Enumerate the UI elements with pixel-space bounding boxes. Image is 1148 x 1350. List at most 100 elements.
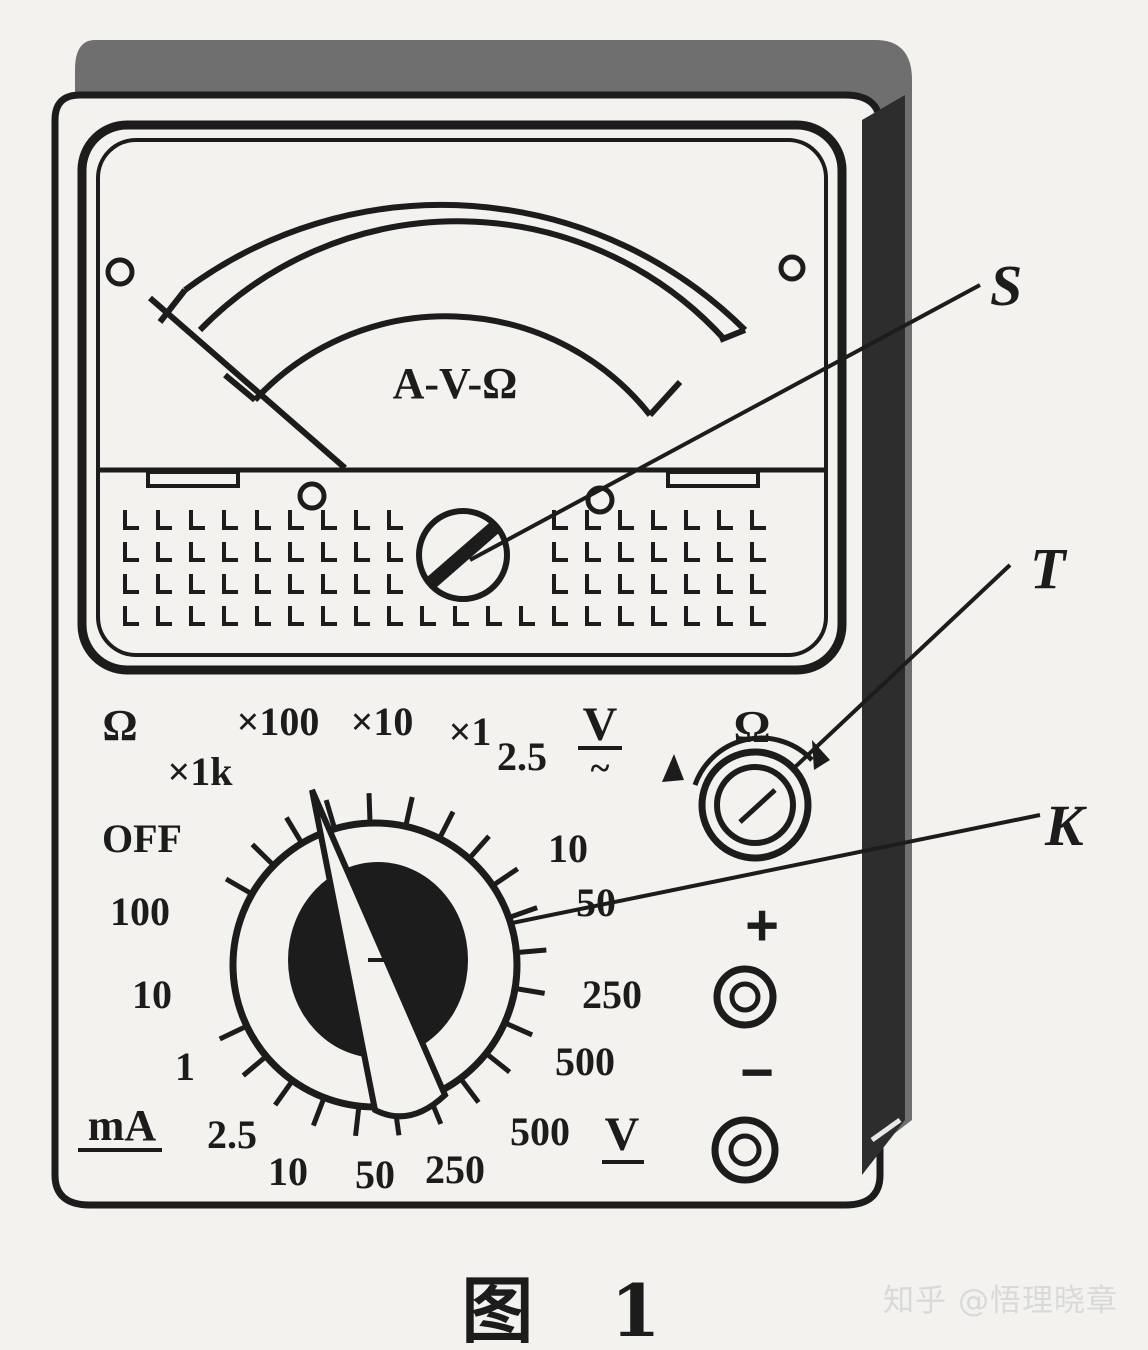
- grill-mark: [717, 542, 733, 562]
- grill-mark: [255, 542, 271, 562]
- ma-range-10: 10: [132, 972, 172, 1017]
- ohm-range-x100: ×100: [237, 699, 320, 744]
- grill-mark: [651, 542, 667, 562]
- grill-mark: [156, 510, 172, 530]
- grill-mark: [717, 510, 733, 530]
- grill-mark: [618, 510, 634, 530]
- grill-mark: [288, 542, 304, 562]
- v-range-50: 50: [355, 1152, 395, 1197]
- grill-mark: [684, 606, 700, 626]
- grill-mark: [750, 606, 766, 626]
- grill-mark: [354, 574, 370, 594]
- dial-dcv-symbol: ~: [591, 748, 610, 788]
- grill-mark: [189, 510, 205, 530]
- grill-mark: [387, 542, 403, 562]
- grill-mark: [156, 542, 172, 562]
- grill-mark: [288, 606, 304, 626]
- minus-jack[interactable]: −: [711, 1040, 779, 1184]
- grill-mark: [750, 510, 766, 530]
- grill-marks: [123, 510, 766, 626]
- grill-mark: [453, 606, 469, 626]
- grill-mark: [387, 606, 403, 626]
- grill-mark: [486, 606, 502, 626]
- grill-mark: [651, 606, 667, 626]
- plus-label: +: [745, 893, 779, 958]
- grill-mark: [552, 574, 568, 594]
- ma-range-100: 100: [110, 889, 170, 934]
- grill-mark: [189, 574, 205, 594]
- selector-switch-K[interactable]: [309, 788, 449, 1120]
- plus-jack[interactable]: +: [713, 893, 779, 1029]
- ma-range-1: 1: [175, 1044, 195, 1089]
- v-range-250: 250: [425, 1147, 485, 1192]
- grill-mark: [255, 510, 271, 530]
- ohm-range-x10: ×10: [351, 699, 414, 744]
- grill-mark: [750, 542, 766, 562]
- grill-mark: [420, 606, 436, 626]
- grill-mark: [585, 510, 601, 530]
- dial-dcv-label: V: [583, 698, 618, 751]
- grill-mark: [189, 606, 205, 626]
- grill-mark: [684, 542, 700, 562]
- minus-label: −: [740, 1040, 774, 1105]
- grill-mark: [255, 574, 271, 594]
- dial-ohm-label: Ω: [102, 701, 137, 750]
- ohm-knob-label: Ω: [734, 701, 771, 752]
- range-selector-dial: [218, 788, 547, 1137]
- grill-mark: [651, 574, 667, 594]
- ma-range-2.5: 2.5: [207, 1112, 257, 1157]
- off-label: OFF: [102, 816, 182, 861]
- grill-mark: [321, 574, 337, 594]
- grill-mark: [123, 606, 139, 626]
- grill-mark: [255, 606, 271, 626]
- ohm-range-x1: ×1: [449, 709, 492, 754]
- grill-mark: [321, 510, 337, 530]
- acv-range-250: 250: [582, 972, 642, 1017]
- grill-mark: [618, 542, 634, 562]
- grill-mark: [684, 574, 700, 594]
- callout-S: S: [990, 253, 1022, 318]
- grill-mark: [288, 574, 304, 594]
- grill-mark: [222, 542, 238, 562]
- ma-label: mA: [88, 1101, 157, 1150]
- grill-mark: [387, 574, 403, 594]
- grill-mark: [123, 542, 139, 562]
- grill-mark: [618, 606, 634, 626]
- meter-pointer: [148, 295, 347, 471]
- grill-mark: [189, 542, 205, 562]
- grill-mark: [354, 510, 370, 530]
- grill-mark: [585, 606, 601, 626]
- grill-mark: [222, 606, 238, 626]
- grill-mark: [321, 606, 337, 626]
- grill-mark: [750, 574, 766, 594]
- grill-mark: [288, 510, 304, 530]
- grill-mark: [222, 510, 238, 530]
- grill-mark: [519, 606, 535, 626]
- grill-mark: [387, 510, 403, 530]
- acv-range-500: 500: [555, 1039, 615, 1084]
- grill-mark: [354, 542, 370, 562]
- v-range-10: 10: [268, 1149, 308, 1194]
- grill-mark: [618, 574, 634, 594]
- callout-K: K: [1044, 793, 1087, 858]
- grill-mark: [684, 510, 700, 530]
- zero-adjust-screw-S[interactable]: [416, 508, 510, 602]
- grill-mark: [156, 606, 172, 626]
- acv-range-50: 50: [576, 880, 616, 925]
- grill-mark: [354, 606, 370, 626]
- grill-mark: [552, 606, 568, 626]
- grill-mark: [321, 542, 337, 562]
- figure-caption: 图 1: [461, 1268, 687, 1350]
- ohm-range-x1k: ×1k: [167, 749, 233, 794]
- grill-mark: [552, 542, 568, 562]
- acv-range-10: 10: [548, 826, 588, 871]
- callout-T: T: [1030, 536, 1068, 601]
- grill-mark: [222, 574, 238, 594]
- grill-mark: [717, 574, 733, 594]
- grill-mark: [156, 574, 172, 594]
- scale-label: A-V-Ω: [393, 359, 518, 408]
- grill-mark: [717, 606, 733, 626]
- ohm-adjust-knob-T[interactable]: Ω: [662, 701, 830, 862]
